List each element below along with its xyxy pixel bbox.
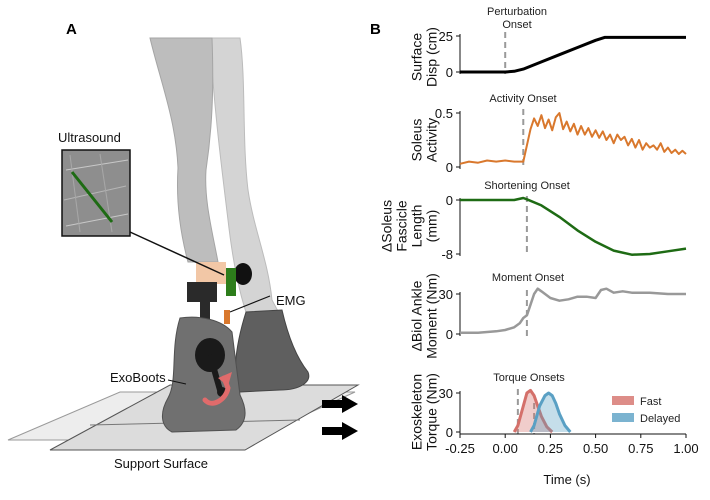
y-axis-label-4: ExoskeletonTorque (Nm) — [409, 373, 440, 451]
y-tick-label-1-0: 0.5 — [435, 106, 453, 121]
back-boot — [234, 309, 310, 393]
onset-annotation-3: Moment Onset — [492, 272, 564, 284]
exoboots-label: ExoBoots — [110, 370, 166, 385]
series-line-2-0 — [460, 196, 687, 256]
emg-electrode — [224, 310, 230, 324]
series-line-3-0 — [460, 287, 686, 334]
ultrasound-label: Ultrasound — [58, 130, 121, 145]
legend-label-1: Delayed — [640, 413, 680, 425]
support-surface-label: Support Surface — [114, 456, 208, 471]
series-line-4-1 — [529, 391, 572, 433]
x-tick-label-5: 1.00 — [673, 441, 698, 456]
onset-annotation-2: Shortening Onset — [484, 180, 570, 192]
y-axis-label-1: SoleusActivity — [409, 118, 440, 162]
x-tick-label-1: 0.00 — [493, 441, 518, 456]
y-tick-label-4-0: 30 — [439, 386, 453, 401]
y-axis-label-0: SurfaceDisp (cm) — [409, 27, 440, 87]
y-tick-label-3-1: 0 — [446, 327, 453, 342]
series-line-4-0 — [512, 388, 554, 434]
y-tick-label-2-0: 0 — [446, 193, 453, 208]
ultrasound-pointer — [129, 231, 225, 276]
legend-swatch-1 — [612, 413, 634, 422]
panel-b-label: B — [370, 21, 381, 38]
front-leg — [149, 37, 219, 263]
y-axis-label-2: ΔSoleusFascicleLength(mm) — [379, 200, 440, 252]
y-tick-label-4-1: 0 — [446, 425, 453, 440]
x-tick-label-3: 0.50 — [583, 441, 608, 456]
y-tick-label-3-0: 30 — [439, 287, 453, 302]
onset-annotation-4: Torque Onsets — [493, 372, 565, 384]
y-axis-label-3: ΔBiol AnkleMoment (Nm) — [409, 273, 440, 359]
time-axis-label: Time (s) — [543, 472, 590, 487]
y-tick-label-1-1: 0 — [446, 160, 453, 175]
motion-arrow-upper — [322, 395, 358, 413]
series-fill-4-1 — [530, 393, 571, 432]
y-tick-label-0-0: 25 — [439, 29, 453, 44]
x-tick-label-4: 0.75 — [628, 441, 653, 456]
onset-annotation-1: Activity Onset — [489, 93, 556, 105]
y-tick-label-0-1: 0 — [446, 65, 453, 80]
ultrasound-image — [61, 149, 131, 237]
emg-pointer — [229, 295, 271, 313]
x-tick-label-0: -0.25 — [445, 441, 475, 456]
front-boot — [162, 316, 246, 433]
x-tick-label-2: 0.25 — [538, 441, 563, 456]
panel-a-label: A — [66, 21, 77, 38]
motion-arrow-lower — [322, 422, 358, 440]
exoboot-motor — [195, 338, 227, 397]
series-line-1-0 — [459, 112, 687, 165]
torque-arrow — [202, 375, 231, 406]
ankle-skin — [196, 262, 226, 284]
exoboots-pointer — [167, 379, 187, 385]
emg-label: EMG — [276, 293, 306, 308]
legend-swatch-0 — [612, 396, 634, 405]
torque-arrow-head — [218, 372, 232, 386]
y-tick-label-2-1: -8 — [441, 247, 453, 262]
series-line-0-0 — [460, 35, 686, 74]
legend-label-0: Fast — [640, 396, 661, 408]
